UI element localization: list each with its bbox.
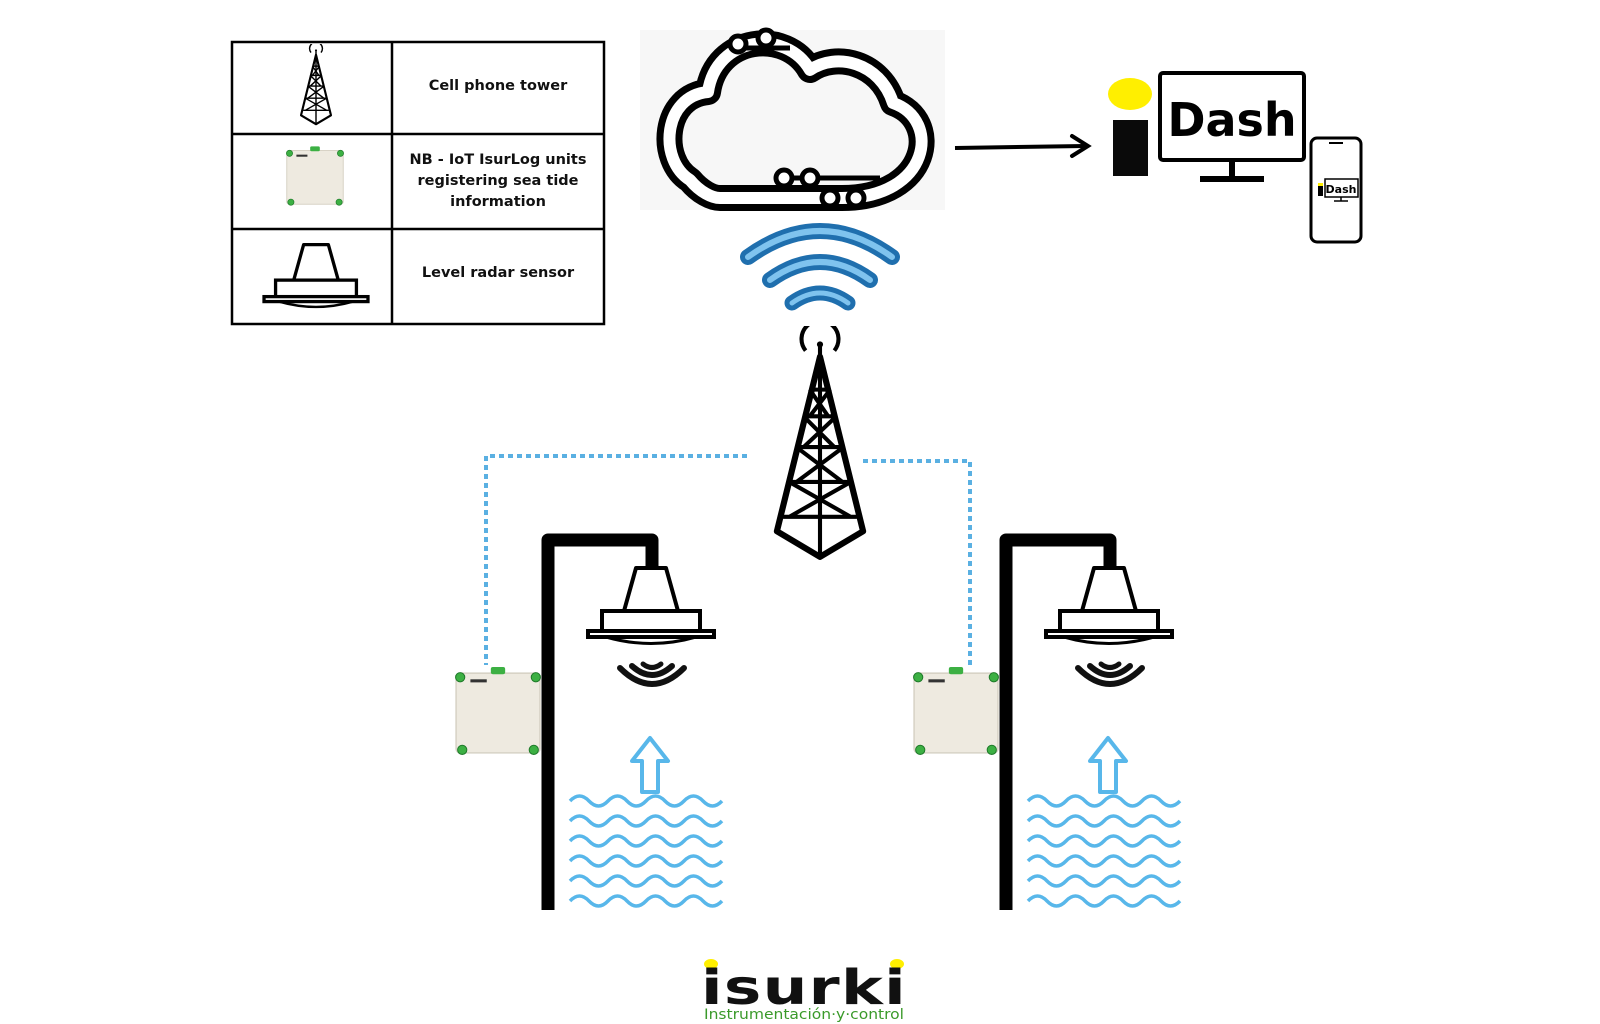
idash-dot bbox=[1108, 78, 1152, 110]
monitor-dash-text: Dash bbox=[1167, 93, 1296, 147]
dotted-link-left bbox=[484, 454, 747, 665]
radar-emission-left bbox=[620, 664, 684, 684]
legend-label-cell-tower: Cell phone tower bbox=[429, 78, 568, 94]
legend-row-radar: Level radar sensor bbox=[262, 243, 575, 309]
brand-name: isurki bbox=[701, 960, 907, 1016]
iot-unit-left bbox=[454, 666, 542, 756]
phone-dash-text: Dash bbox=[1326, 183, 1357, 196]
legend-label-iot-line-1: NB - IoT IsurLog units bbox=[410, 152, 587, 168]
wireless-signal-icon bbox=[740, 223, 900, 311]
legend-table: Cell phone tower NB - IoT IsurLog units … bbox=[230, 40, 606, 326]
monitor-icon: Dash bbox=[1158, 71, 1306, 182]
tide-arrow-right bbox=[1088, 736, 1128, 794]
cloud-to-dashboard-arrow bbox=[954, 134, 1092, 158]
legend-label-iot-line-3: information bbox=[450, 194, 546, 210]
radar-sensor-left bbox=[586, 566, 716, 646]
station-right bbox=[912, 533, 1180, 910]
legend-label-radar: Level radar sensor bbox=[422, 265, 575, 281]
isurki-logo: isurki Instrumentación·y·control bbox=[701, 959, 907, 1023]
water-waves-left bbox=[570, 796, 722, 906]
radar-emission-right bbox=[1078, 664, 1142, 684]
water-waves-right bbox=[1028, 796, 1180, 906]
cell-tower-main bbox=[777, 321, 863, 557]
cloud-icon bbox=[640, 27, 945, 211]
phone-icon: Dash bbox=[1309, 136, 1363, 244]
radar-sensor-right bbox=[1044, 566, 1174, 646]
tide-arrow-left bbox=[630, 736, 670, 794]
legend-label-iot-line-2: registering sea tide bbox=[417, 173, 578, 189]
legend-row-cell-tower: Cell phone tower bbox=[299, 44, 568, 126]
station-left bbox=[454, 533, 722, 910]
dotted-link-right bbox=[863, 459, 972, 665]
iot-unit-right bbox=[912, 666, 1000, 756]
legend-row-iot-unit: NB - IoT IsurLog units registering sea t… bbox=[285, 145, 587, 210]
iot-unit-icon bbox=[285, 145, 345, 206]
brand-tagline: Instrumentación·y·control bbox=[704, 1007, 904, 1023]
dashboard-group: Dash Dash bbox=[1108, 71, 1363, 244]
idash-i-bar bbox=[1113, 120, 1148, 176]
